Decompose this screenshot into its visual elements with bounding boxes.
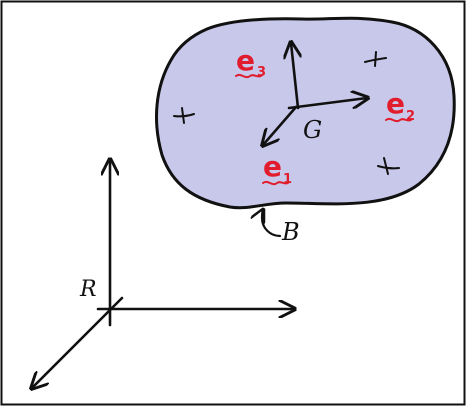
cross-mark [377,165,400,170]
cross-mark [383,157,389,175]
e2-axis [287,98,367,110]
e2-subscript: 2 [406,109,415,124]
center-label: G [303,116,322,144]
e1-label: e [263,150,282,183]
basis-label-e3: e 3 [235,44,266,80]
cross-mark [181,107,185,124]
basis-label-e1: e 1 [262,150,292,187]
body-label: B [281,218,300,246]
e1-axis [263,105,298,145]
e3-axis [291,43,298,110]
cross-mark [374,51,377,67]
e3-label: e [236,44,255,77]
reference-label: R [79,277,97,302]
e1-subscript: 1 [283,172,292,187]
body-frame-axes [263,43,367,145]
cross-mark [173,113,195,118]
e3-subscript: 3 [257,65,266,80]
basis-label-e2: e 2 [385,87,415,124]
body-crosses [173,51,400,175]
rigid-body-shape [155,16,456,210]
reference-frame-axes [32,160,294,388]
reference-depth-axis [32,296,124,388]
body-pointer-arrow [262,210,282,238]
e2-label: e [386,87,405,120]
